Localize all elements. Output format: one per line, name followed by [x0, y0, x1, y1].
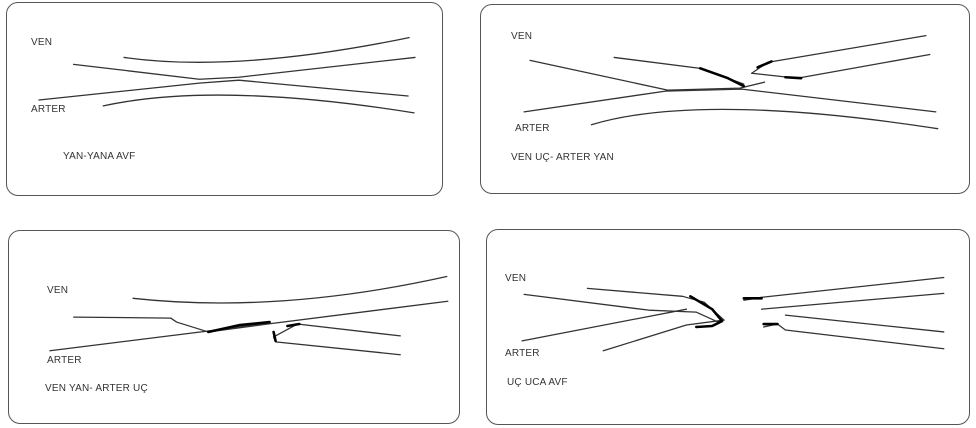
arter-label: ARTER: [505, 348, 540, 359]
anastomosis-suture: [689, 295, 724, 329]
artery-upper-wall: [38, 79, 409, 101]
vein-upper-wall: [123, 36, 410, 63]
panel-vein-side-artery-end: VEN ARTER VEN YAN- ARTER UÇ: [8, 230, 460, 424]
vessel-diagram: [521, 276, 945, 352]
anastomosis-suture: [272, 322, 301, 343]
vein-end-upper: [751, 35, 927, 74]
anastomosis-suture: [698, 67, 746, 88]
panel-end-to-end: VEN ARTER UÇ UCA AVF: [486, 229, 970, 425]
ven-label: VEN: [47, 285, 69, 296]
arter-label: ARTER: [31, 104, 66, 115]
left-vessel-return-lower: [602, 319, 725, 352]
panel-caption: UÇ UCA AVF: [507, 377, 568, 388]
vein-end-lower: [751, 53, 931, 79]
vein-lower-wall: [529, 59, 766, 91]
artery-lower-wall: [590, 108, 939, 130]
vein-upper-wall: [613, 56, 745, 85]
right-vessel-return-lower: [762, 323, 945, 350]
vein-upper-wall: [132, 275, 448, 304]
artery-lower-wall: [102, 94, 415, 114]
anastomosis-suture: [742, 297, 779, 326]
ven-label: VEN: [31, 37, 53, 48]
anastomosis-suture: [206, 320, 271, 334]
artery-end-lower: [272, 336, 401, 356]
left-vessel-return-upper: [521, 308, 688, 342]
right-vessel-return-upper: [784, 314, 945, 333]
vein-lower-wall: [72, 56, 416, 80]
arter-label: ARTER: [515, 123, 550, 134]
anastomosis-suture: [756, 60, 803, 80]
panel-caption: YAN-YANA AVF: [63, 151, 136, 162]
vessel-diagram: [38, 36, 416, 114]
right-vessel-lower-end: [761, 292, 945, 310]
ven-label: VEN: [511, 31, 533, 42]
right-vessel-upper-end: [743, 276, 945, 301]
left-vessel-lower-wall: [523, 293, 719, 323]
panel-caption: VEN YAN- ARTER UÇ: [45, 383, 148, 394]
ven-label: VEN: [505, 273, 527, 284]
panel-caption: VEN UÇ- ARTER YAN: [511, 152, 614, 163]
panel-vein-end-artery-side: VEN ARTER VEN UÇ- ARTER YAN: [480, 4, 970, 194]
panel-side-to-side: VEN ARTER YAN-YANA AVF: [6, 2, 443, 196]
arter-label: ARTER: [47, 355, 82, 366]
vein-lower-wall: [73, 300, 449, 333]
vessel-diagram: [523, 35, 939, 130]
artery-upper-wall: [523, 88, 937, 113]
vessel-diagram: [49, 275, 449, 356]
